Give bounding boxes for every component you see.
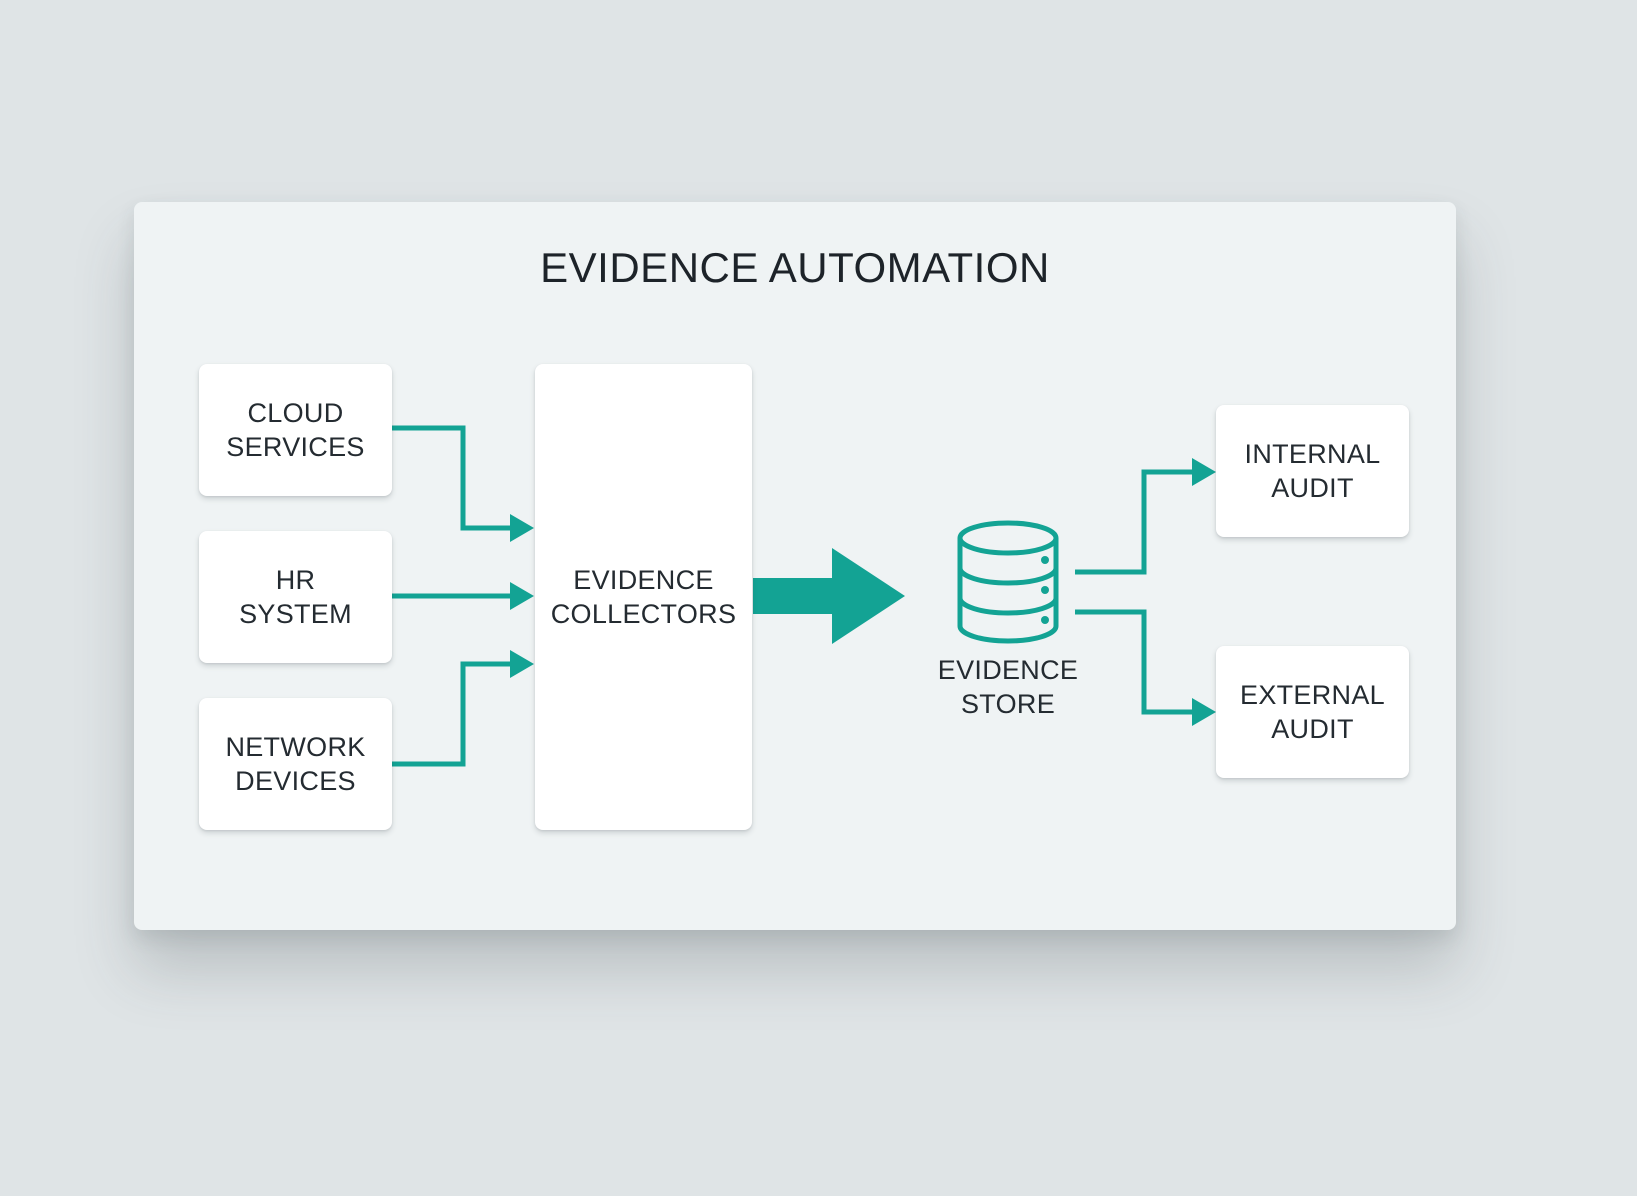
arrowhead-internal-audit [1192, 458, 1216, 486]
database-icon [957, 520, 1059, 644]
diagram-title: EVIDENCE AUTOMATION [540, 244, 1050, 291]
collectors-box: EVIDENCE COLLECTORS [535, 364, 752, 830]
arrowhead-external-audit [1192, 698, 1216, 726]
source-box-network-devices: NETWORK DEVICES [199, 698, 392, 830]
connector-internal-audit [1075, 469, 1194, 575]
destination-box-external-audit: EXTERNAL AUDIT [1216, 646, 1409, 778]
connector-network-devices [392, 661, 512, 767]
source-box-cloud-services: CLOUD SERVICES [199, 364, 392, 496]
source-label: NETWORK DEVICES [225, 732, 366, 796]
collectors-label: EVIDENCE COLLECTORS [550, 565, 737, 629]
connector-external-audit [1075, 609, 1194, 715]
arrowhead-cloud-services [510, 514, 534, 542]
source-label: CLOUD SERVICES [226, 398, 365, 462]
diagram-card: EVIDENCE AUTOMATION CLOUD SERVICES HR SY… [134, 202, 1456, 930]
store-label: EVIDENCE STORE [937, 655, 1079, 719]
arrowhead-hr-system [510, 582, 534, 610]
source-label: HR SYSTEM [239, 565, 352, 629]
destination-box-internal-audit: INTERNAL AUDIT [1216, 405, 1409, 537]
destination-label: INTERNAL AUDIT [1244, 439, 1381, 503]
arrowhead-network-devices [510, 650, 534, 678]
destination-label: EXTERNAL AUDIT [1240, 680, 1385, 744]
connector-cloud-services [392, 425, 512, 531]
collectors-to-store-arrow [753, 548, 905, 644]
connector-layer [392, 425, 1216, 767]
source-box-hr-system: HR SYSTEM [199, 531, 392, 663]
